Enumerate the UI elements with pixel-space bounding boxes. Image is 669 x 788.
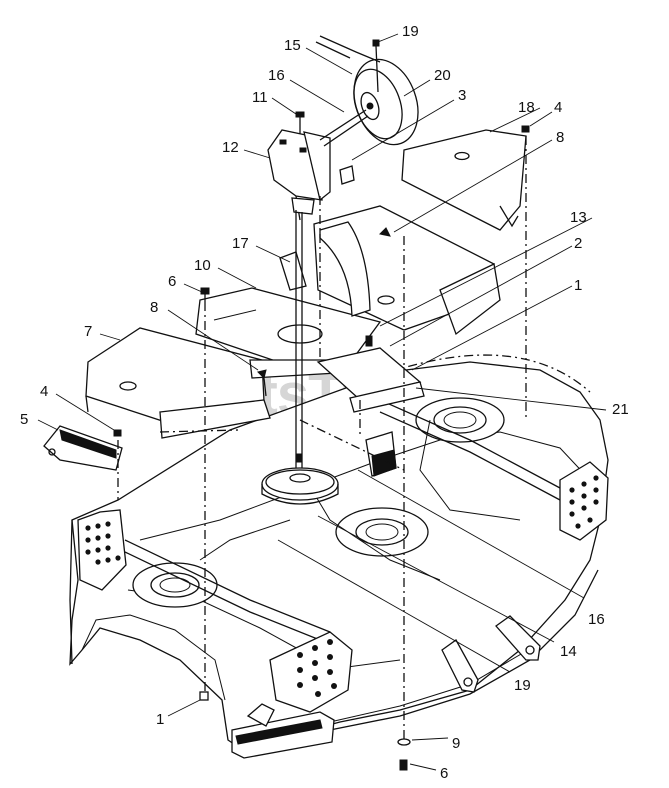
callout-15: 15 xyxy=(284,37,301,54)
bracket-3 xyxy=(339,165,355,185)
deck-stiffener-channels xyxy=(124,399,561,645)
deck-pulley-16 xyxy=(261,453,339,505)
callout-13: 13 xyxy=(570,209,587,226)
idler-bracket-21 xyxy=(316,347,425,413)
deck-hanger-bracket-19 xyxy=(441,639,479,693)
assembly-centerlines xyxy=(117,136,527,740)
baffle-right xyxy=(559,461,609,541)
baffle-front xyxy=(269,631,353,713)
bolt-4-left xyxy=(113,429,122,437)
bolt-6-top xyxy=(200,287,210,302)
vertical-drive-shaft xyxy=(295,210,303,482)
callout-2: 2 xyxy=(574,235,582,252)
callout-19-top: 19 xyxy=(402,23,419,40)
callout-17: 17 xyxy=(232,235,249,252)
callout-9: 9 xyxy=(452,735,460,752)
input-shaft-16 xyxy=(319,109,369,147)
baffle-left xyxy=(77,509,127,591)
callout-4-left: 4 xyxy=(40,383,48,400)
drive-pulley-20 xyxy=(353,58,419,146)
drive-belt-15 xyxy=(315,35,381,63)
bolt-8a xyxy=(378,227,391,237)
callout-19-bottom: 19 xyxy=(514,677,531,694)
callout-labels: 19 15 20 16 11 3 18 4 12 8 13 17 2 10 1 … xyxy=(20,23,629,782)
callout-leaders xyxy=(37,33,607,771)
bracket-5 xyxy=(43,425,123,471)
callout-21: 21 xyxy=(612,401,629,418)
callout-10: 10 xyxy=(194,257,211,274)
spindle-cover-bracket xyxy=(365,431,397,477)
callout-12: 12 xyxy=(222,139,239,156)
washer-9 xyxy=(397,738,411,746)
nut-1-bottom xyxy=(199,691,209,701)
bolt-8b xyxy=(257,369,267,379)
callout-5: 5 xyxy=(20,411,28,428)
belt-shield-18 xyxy=(401,129,527,231)
spindle-housing-center xyxy=(335,507,429,557)
callout-16-top: 16 xyxy=(268,67,285,84)
callout-4-right: 4 xyxy=(554,99,562,116)
callout-16-bottom: 16 xyxy=(588,611,605,628)
bolt-11 xyxy=(295,111,305,134)
spindle-housing-right xyxy=(415,397,505,443)
callout-7: 7 xyxy=(84,323,92,340)
callout-8-top: 8 xyxy=(556,129,564,146)
callout-20: 20 xyxy=(434,67,451,84)
callout-3: 3 xyxy=(458,87,466,104)
bolt-2 xyxy=(365,335,373,347)
callout-8-mid: 8 xyxy=(150,299,158,316)
callout-14: 14 xyxy=(560,643,577,660)
gearbox-12 xyxy=(267,129,331,221)
callout-6-top: 6 xyxy=(168,273,176,290)
front-bumper-bracket xyxy=(231,703,335,759)
callout-11: 11 xyxy=(252,89,268,106)
bolt-19-top xyxy=(372,39,380,93)
callout-6-bottom: 6 xyxy=(440,765,448,782)
bolt-6-bottom xyxy=(399,759,408,771)
chute-bracket-17 xyxy=(279,221,371,317)
callout-1-bottom: 1 xyxy=(156,711,164,728)
callout-18: 18 xyxy=(518,99,535,116)
bolt-4-right xyxy=(521,125,530,133)
belt-shield-7 xyxy=(85,327,271,439)
callout-1-top: 1 xyxy=(574,277,582,294)
